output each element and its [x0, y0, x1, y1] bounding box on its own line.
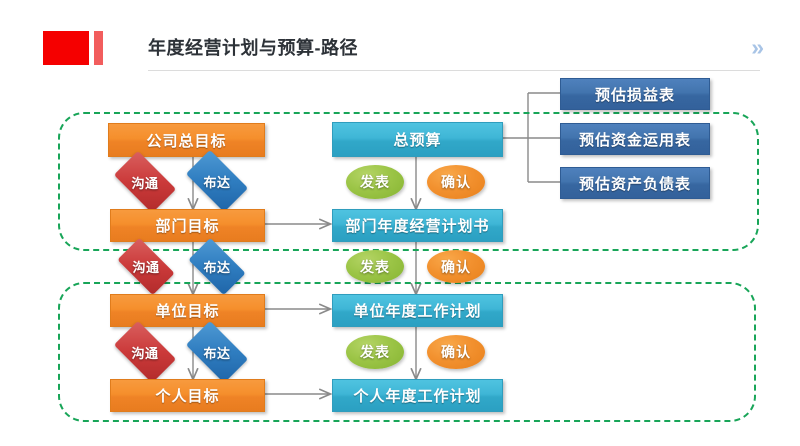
action-communicate-3[interactable]: 沟通 — [113, 320, 177, 384]
node-department-goal[interactable]: 部门目标 — [110, 209, 265, 242]
node-unit-annual-work-plan[interactable]: 单位年度工作计划 — [332, 294, 503, 327]
node-personal-goal[interactable]: 个人目标 — [110, 379, 265, 412]
action-publish-3[interactable]: 发表 — [346, 335, 404, 369]
page-header: 年度经营计划与预算-路径 » — [0, 0, 800, 82]
header-divider — [148, 70, 760, 71]
action-publish-2[interactable]: 发表 — [346, 250, 404, 283]
action-deploy-1[interactable]: 布达 — [185, 149, 249, 213]
chevron-right-double-icon[interactable]: » — [751, 34, 764, 60]
node-report-income-statement[interactable]: 预估损益表 — [560, 78, 710, 110]
node-personal-annual-work-plan[interactable]: 个人年度工作计划 — [332, 379, 503, 412]
page-title: 年度经营计划与预算-路径 — [148, 38, 358, 58]
action-communicate-2[interactable]: 沟通 — [117, 237, 175, 296]
action-confirm-2[interactable]: 确认 — [427, 250, 485, 283]
action-publish-1[interactable]: 发表 — [346, 165, 404, 199]
node-total-budget[interactable]: 总预算 — [332, 122, 503, 157]
group-frame-department — [58, 112, 759, 251]
node-department-annual-plan[interactable]: 部门年度经营计划书 — [332, 209, 503, 242]
action-deploy-3[interactable]: 布达 — [185, 320, 249, 384]
brand-block-secondary — [94, 31, 103, 65]
action-confirm-3[interactable]: 确认 — [427, 335, 485, 369]
node-company-goal[interactable]: 公司总目标 — [108, 123, 265, 157]
node-unit-goal[interactable]: 单位目标 — [110, 294, 265, 327]
group-frame-individual — [58, 282, 756, 422]
brand-block-primary — [43, 31, 89, 65]
action-confirm-1[interactable]: 确认 — [427, 165, 485, 199]
node-report-balance-sheet[interactable]: 预估资产负债表 — [560, 167, 710, 199]
action-deploy-2[interactable]: 布达 — [188, 237, 246, 296]
node-report-fund-usage[interactable]: 预估资金运用表 — [560, 123, 710, 155]
action-communicate-1[interactable]: 沟通 — [113, 150, 177, 214]
